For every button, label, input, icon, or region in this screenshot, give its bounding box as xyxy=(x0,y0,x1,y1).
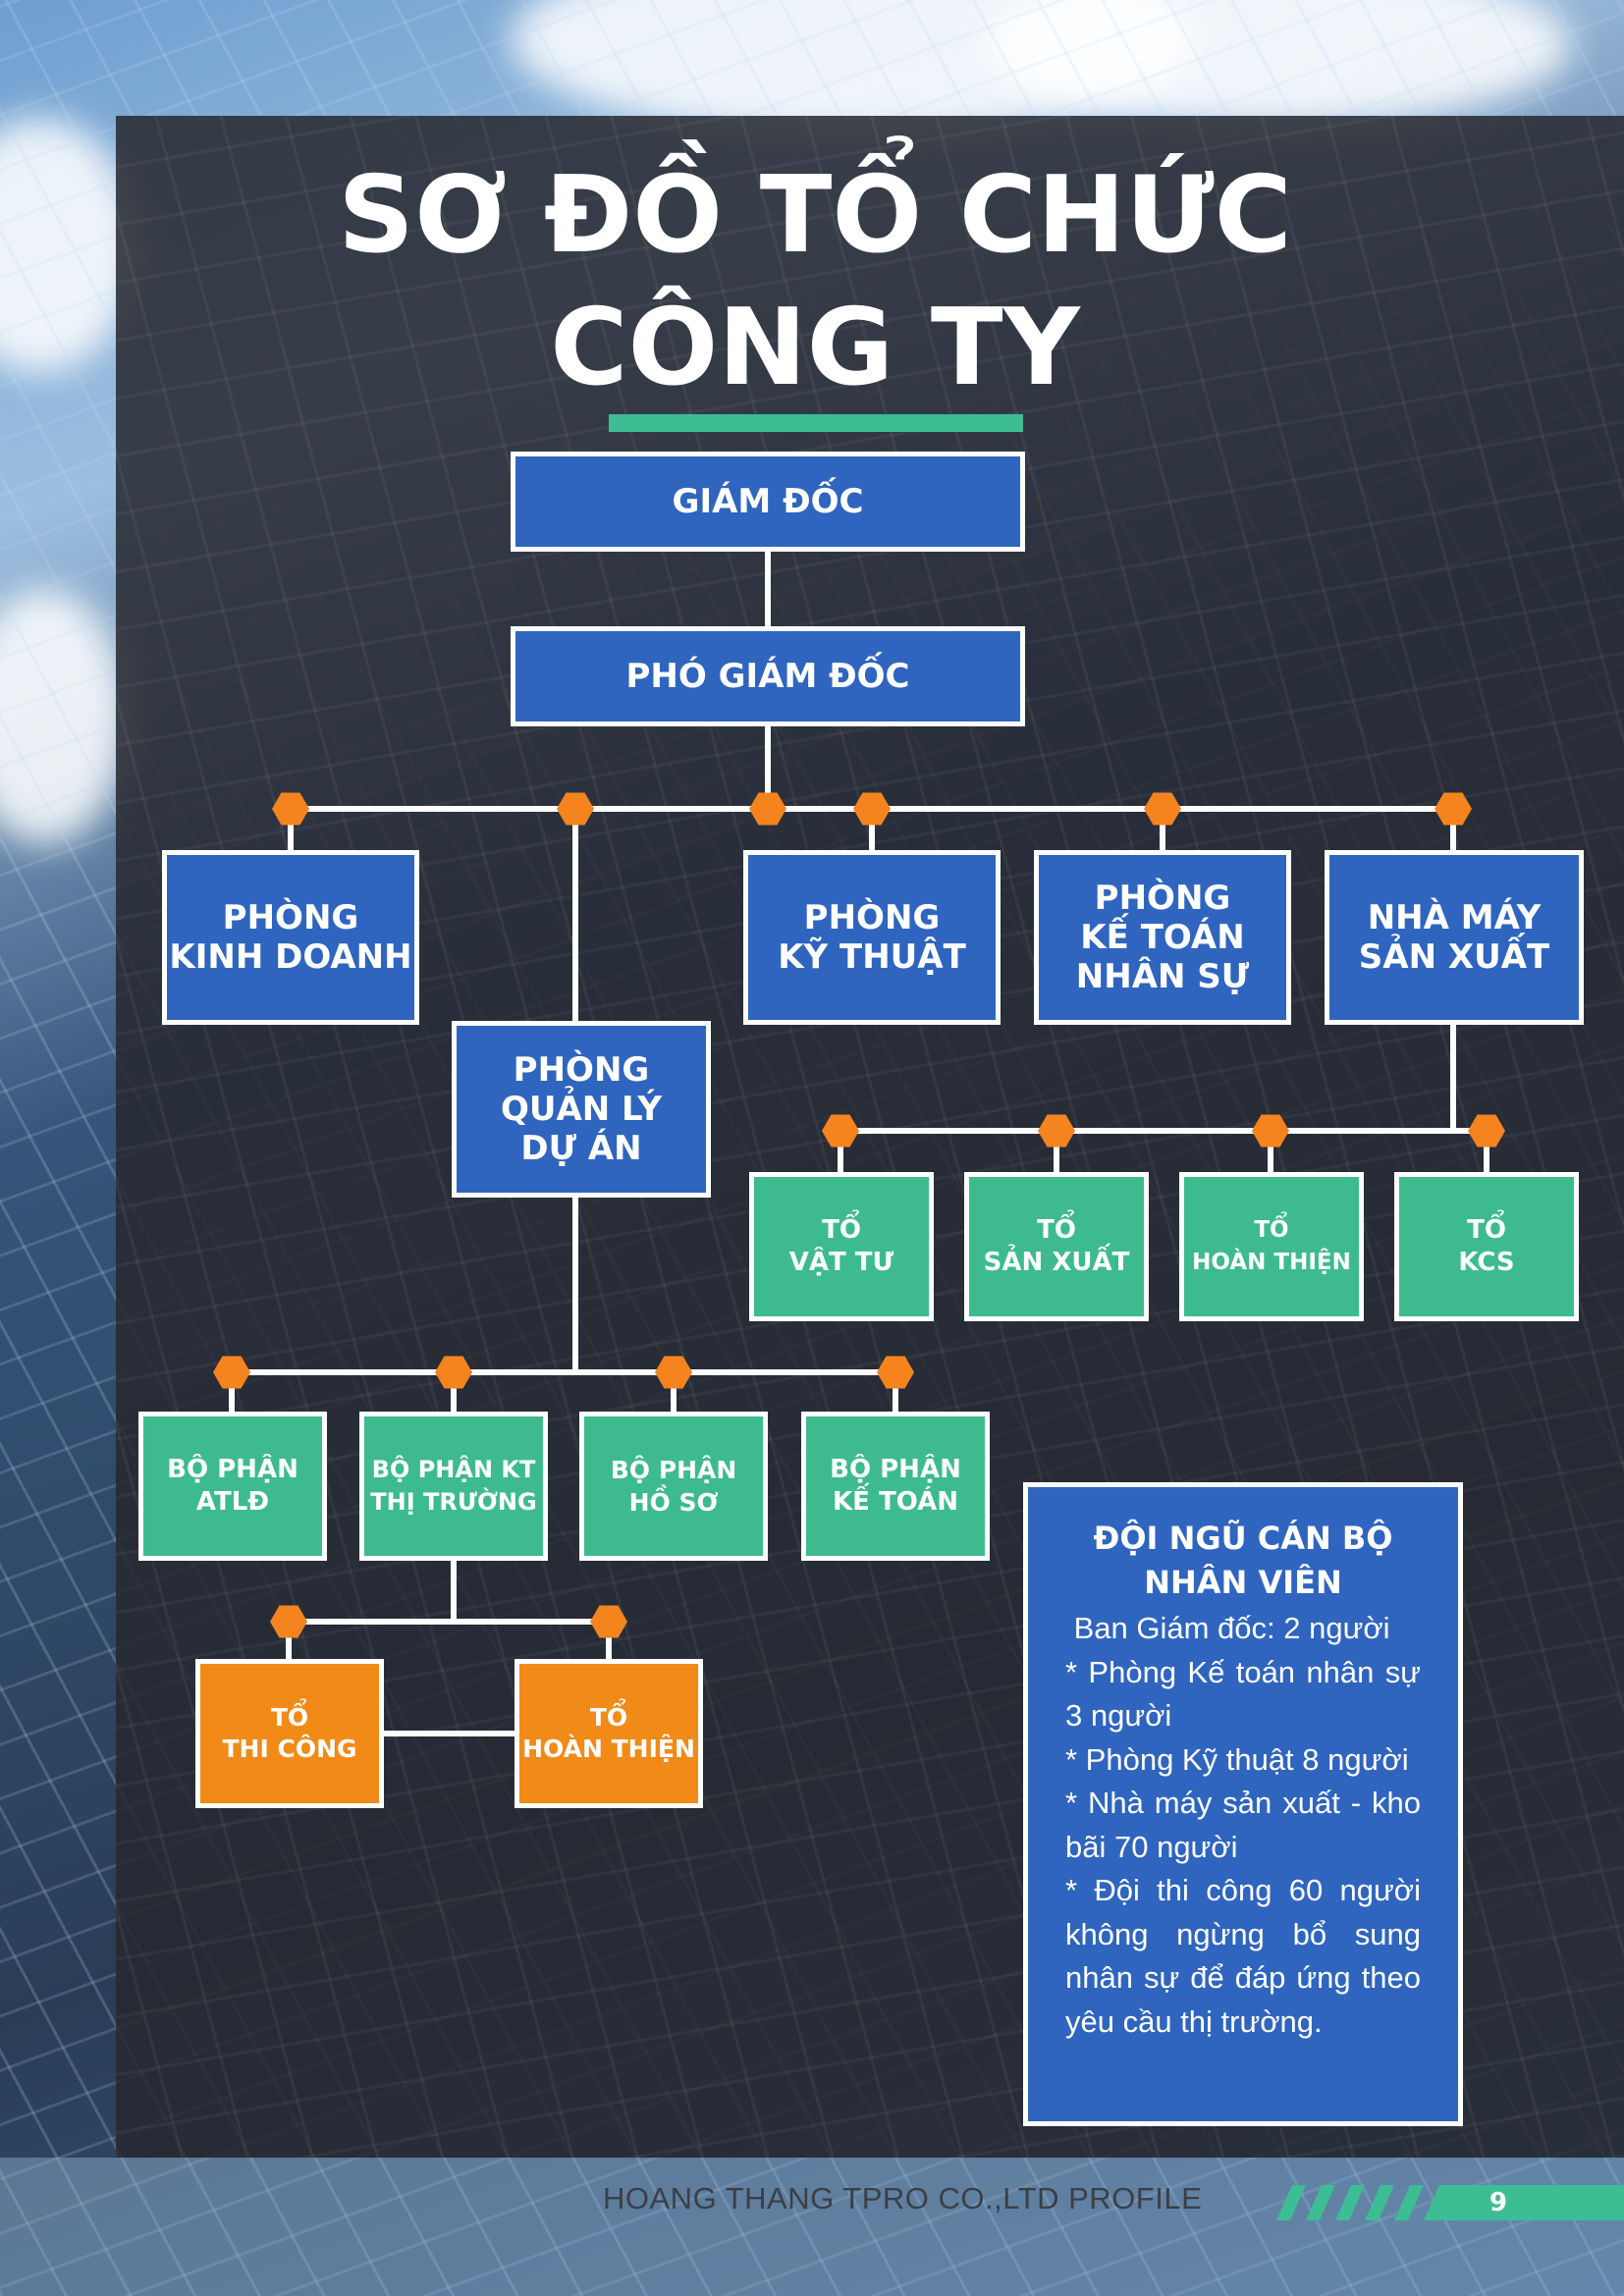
node-project-management-department: PHÒNG QUẢN LÝ DỰ ÁN xyxy=(452,1021,711,1198)
node-technical-department: PHÒNG KỸ THUẬT xyxy=(743,850,1001,1025)
junction-hexagon xyxy=(822,1114,859,1148)
staff-line: * Phòng Kỹ thuật 8 người xyxy=(1065,1741,1409,1777)
node-unit-accounting: BỘ PHẬN KẾ TOÁN xyxy=(801,1412,990,1561)
footer-strip xyxy=(0,2158,1624,2296)
node-factory: NHÀ MÁY SẢN XUẤT xyxy=(1325,850,1584,1025)
title-underline xyxy=(609,414,1023,432)
node-team-finishing-site: TỔ HOÀN THIỆN xyxy=(514,1659,703,1808)
background-cloud xyxy=(982,0,1571,128)
staff-summary-heading: ĐỘI NGŨ CÁN BỘ NHÂN VIÊN xyxy=(1093,1520,1393,1601)
junction-hexagon xyxy=(1435,792,1472,826)
junction-hexagon xyxy=(270,1605,307,1638)
node-accounting-hr-department: PHÒNG KẾ TOÁN NHÂN SỰ xyxy=(1034,850,1291,1025)
page-number: 9 xyxy=(1457,2185,1624,2220)
junction-hexagon xyxy=(877,1356,914,1389)
node-team-finishing-factory: TỔ HOÀN THIỆN xyxy=(1179,1172,1364,1321)
node-director: GIÁM ĐỐC xyxy=(511,452,1025,552)
footer-company-text: HOANG THANG TPRO CO.,LTD PROFILE xyxy=(603,2181,1203,2216)
node-team-construction: TỔ THI CÔNG xyxy=(195,1659,384,1808)
junction-hexagon xyxy=(1038,1114,1075,1148)
junction-hexagon xyxy=(590,1605,627,1638)
staff-line: * Đội thi công 60 người không ngừng bổ s… xyxy=(1065,1873,1421,2039)
node-sales-department: PHÒNG KINH DOANH xyxy=(162,850,419,1025)
node-team-production: TỔ SẢN XUẤT xyxy=(964,1172,1149,1321)
junction-hexagon xyxy=(749,792,786,826)
node-team-kcs: TỔ KCS xyxy=(1394,1172,1579,1321)
staff-summary-box: ĐỘI NGŨ CÁN BỘ NHÂN VIÊN Ban Giám đốc: 2… xyxy=(1023,1482,1463,2126)
page-title-line-2: CÔNG TY xyxy=(550,287,1080,409)
junction-hexagon xyxy=(1468,1114,1505,1148)
footer-stripe-decoration xyxy=(1276,2185,1473,2220)
junction-hexagon xyxy=(272,792,309,826)
junction-markers xyxy=(213,792,1505,1638)
junction-hexagon xyxy=(213,1356,250,1389)
junction-hexagon xyxy=(655,1356,692,1389)
node-deputy-director: PHÓ GIÁM ĐỐC xyxy=(511,626,1025,726)
staff-line: * Nhà máy sản xuất - kho bãi 70 người xyxy=(1065,1786,1421,1864)
junction-hexagon xyxy=(435,1356,472,1389)
page-title-line-1: SƠ ĐỒ TỔ CHỨC xyxy=(338,154,1292,277)
node-unit-market-tech: BỘ PHẬN KT THỊ TRƯỜNG xyxy=(359,1412,548,1561)
node-team-materials: TỔ VẬT TƯ xyxy=(749,1172,934,1321)
staff-line: * Phòng Kế toán nhân sự 3 người xyxy=(1065,1654,1421,1734)
junction-hexagon xyxy=(1144,792,1181,826)
node-unit-safety: BỘ PHẬN ATLĐ xyxy=(138,1412,327,1561)
junction-hexagon xyxy=(1252,1114,1289,1148)
staff-line: Ban Giám đốc: 2 người xyxy=(1065,1611,1390,1645)
node-unit-records: BỘ PHẬN HỒ SƠ xyxy=(579,1412,768,1561)
junction-hexagon xyxy=(557,792,594,826)
background-cloud xyxy=(0,589,128,844)
junction-hexagon xyxy=(853,792,891,826)
